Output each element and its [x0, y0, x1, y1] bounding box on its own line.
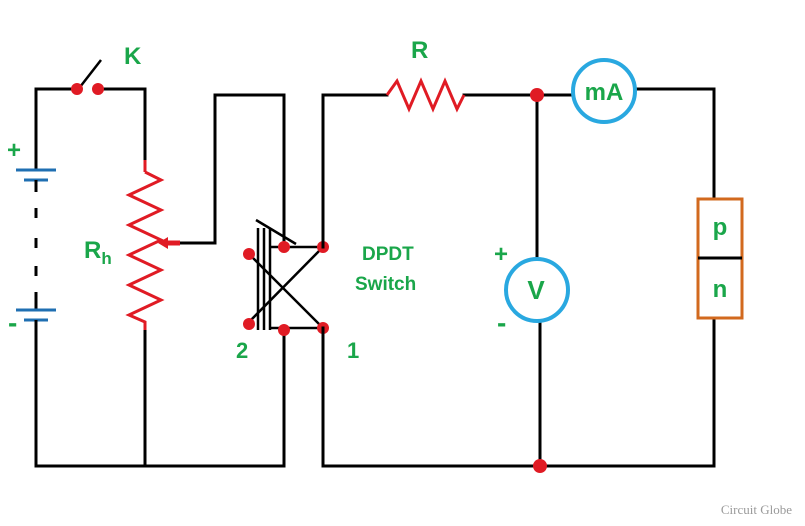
dpdt-switch	[248, 218, 324, 330]
p-region-label: p	[713, 214, 728, 241]
milliammeter-label: mA	[585, 79, 624, 106]
key-label: K	[124, 43, 142, 70]
rheostat-label: Rh	[84, 237, 112, 268]
resistor	[385, 77, 466, 113]
milliammeter	[571, 58, 637, 124]
voltmeter-label: V	[527, 275, 545, 305]
n-region-label: n	[713, 276, 728, 303]
switch-position-2-label: 2	[236, 338, 248, 363]
rheostat-subscript: h	[101, 249, 111, 268]
watermark: Circuit Globe	[721, 502, 792, 517]
battery-plus-label: +	[7, 137, 21, 164]
battery-minus-label: -	[8, 307, 17, 338]
junction-node-top	[530, 88, 544, 102]
switch-label-line2: Switch	[355, 274, 416, 295]
voltmeter	[504, 257, 570, 323]
right-wiring	[321, 87, 716, 468]
voltmeter-plus-label: +	[494, 241, 508, 268]
pn-junction-diode	[696, 197, 744, 320]
junction-node-bottom	[533, 459, 547, 473]
left-wiring	[34, 87, 286, 468]
voltmeter-minus-label: -	[497, 307, 506, 338]
battery	[16, 168, 56, 328]
switch-position-1-label: 1	[347, 338, 359, 363]
key-switch	[71, 59, 104, 95]
rheostat	[125, 160, 180, 330]
resistor-label: R	[411, 37, 428, 64]
switch-label-line1: DPDT	[362, 244, 414, 265]
